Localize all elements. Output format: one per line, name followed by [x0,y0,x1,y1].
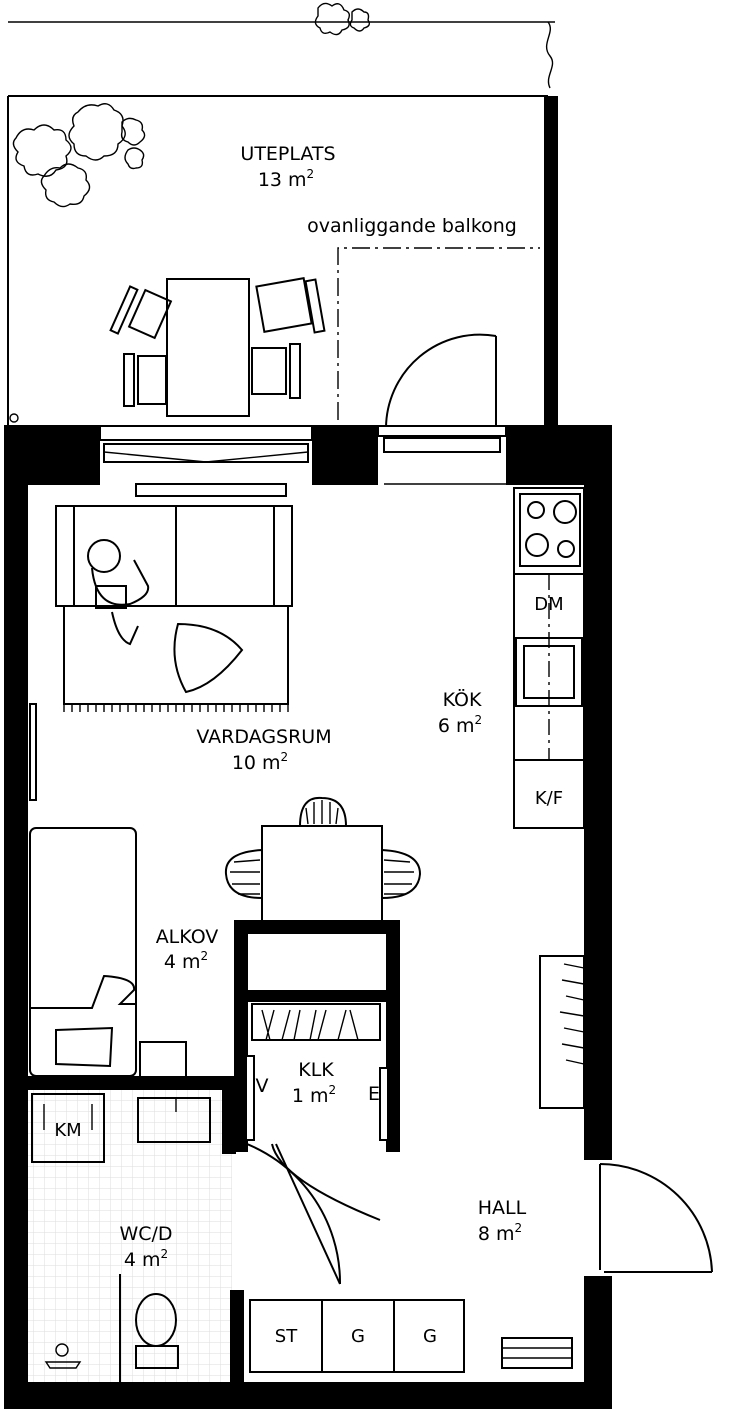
plant-icon [12,103,146,208]
g2-label: G [423,1326,437,1347]
sink-icon [137,1097,211,1143]
chair-icon [251,343,301,399]
living-room: VARDAGSRUM 10 m2 [55,505,332,774]
stove-icon [519,493,581,567]
hall-label: HALL [478,1197,527,1219]
terrace [7,2,558,429]
chair-icon [381,848,422,900]
st-label: ST [275,1326,298,1347]
terrace-table [109,277,326,417]
chair-icon [298,796,348,827]
kitchen: DM K/F KÖK 6 m2 [438,487,585,829]
dm-label: DM [534,594,563,615]
person-reading-icon [87,539,150,646]
hall: ST G G HALL 8 m2 [235,955,713,1373]
closet-v-label: V [256,1075,269,1097]
alcove: ALKOV 4 m2 [29,827,219,1079]
balcony-note: ovanliggande balkong [307,215,517,237]
door-swing-icon [235,1139,342,1285]
plant-icon [44,1343,82,1369]
kf-label: K/F [535,788,563,809]
chair-icon [123,353,167,407]
chair-icon [255,277,326,334]
closet: V E KLK 1 m2 [234,920,400,1152]
klk-label: KLK [298,1059,334,1081]
g1-label: G [351,1326,365,1347]
alkov-label: ALKOV [156,926,219,948]
hall-area: 8 m2 [478,1221,522,1245]
uteplats-area: 13 m2 [258,167,314,191]
km-label: KM [54,1120,81,1141]
chair-icon [224,848,263,900]
klk-area: 1 m2 [292,1083,336,1107]
sink-icon [515,637,583,707]
chair-icon [109,285,173,340]
vardagsrum-label: VARDAGSRUM [196,726,331,748]
closet-e-label: E [368,1083,380,1105]
vardagsrum-area: 10 m2 [232,750,288,774]
door-swing-icon [599,1163,713,1273]
door-swing-icon [385,333,497,429]
uteplats-label: UTEPLATS [240,143,335,165]
kok-label: KÖK [443,688,482,711]
toilet-icon [135,1293,179,1369]
wcd-area: 4 m2 [124,1247,168,1271]
plant-icon [314,2,371,36]
dining-table [224,796,422,923]
wcd-label: WC/D [119,1223,172,1245]
alkov-area: 4 m2 [164,949,208,973]
bathroom: KM WC/D 4 m2 [28,1076,244,1382]
exterior-walls [4,425,612,1409]
kok-area: 6 m2 [438,713,482,737]
